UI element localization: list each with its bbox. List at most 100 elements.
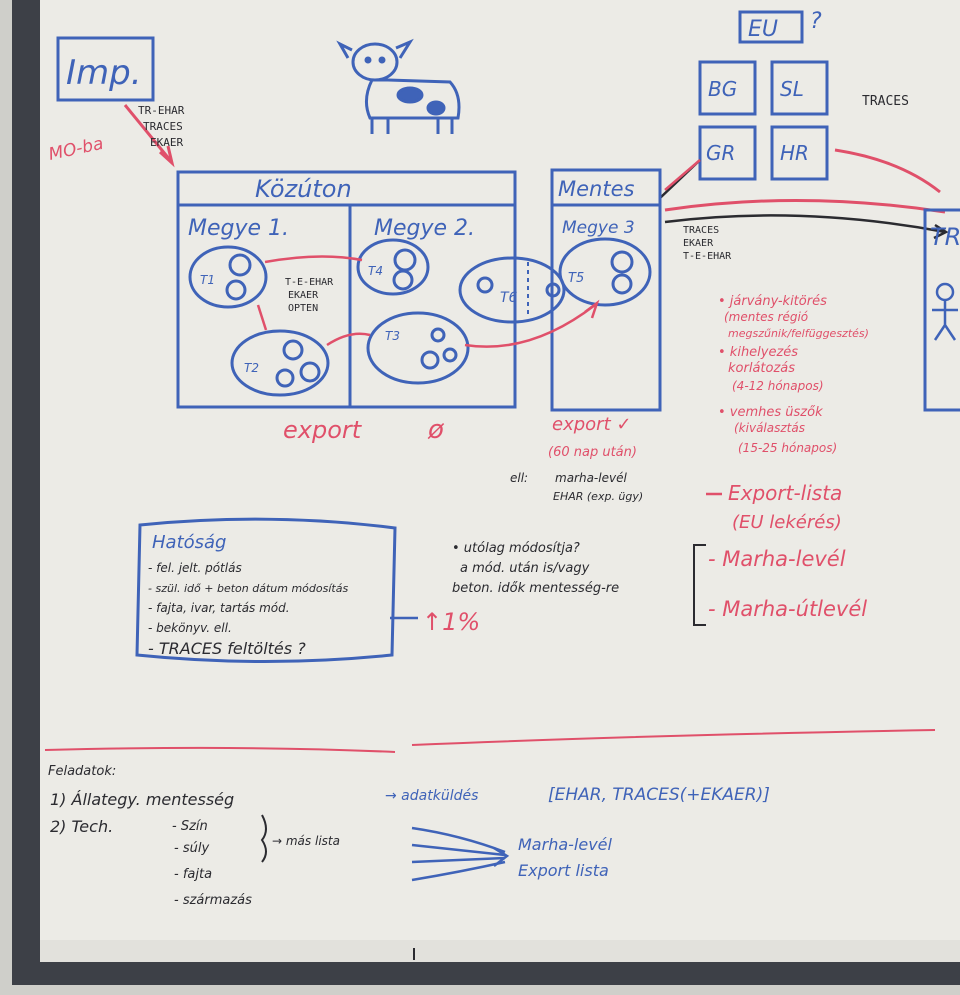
import-doc-2: TRACES — [143, 120, 183, 133]
red-note-3: megszűnik/felfüggesztés) — [728, 327, 869, 340]
import-doc-1: TR-EHAR — [138, 104, 185, 117]
export-label: export — [283, 416, 363, 444]
node-t5-label: T5 — [568, 271, 584, 286]
board-shadow — [40, 940, 960, 962]
red-note-8: (kiválasztás — [734, 421, 805, 435]
red-note-4: • kihelyezés — [718, 345, 798, 360]
hatosag-item-4: - bekönyv. ell. — [148, 621, 232, 635]
route-arrow-red — [664, 198, 946, 214]
middle-bullet-3: beton. idők mentesség-re — [452, 581, 619, 596]
red-note-5: korlátozás — [728, 361, 795, 376]
middle-red-2: - Marha-útlevél — [708, 597, 867, 621]
right-box-label: TR — [930, 223, 960, 251]
converging-arrows — [411, 826, 510, 882]
hr-to-tr-arrow — [834, 148, 941, 194]
route-doc-3: T-E-EHAR — [683, 251, 732, 262]
eu-box — [738, 10, 804, 44]
hatosag-item-2: - szül. idő + beton dátum módosítás — [148, 582, 348, 595]
blue-note-1: Marha-levél — [518, 835, 613, 854]
export-line-2: EHAR (exp. ügy) — [553, 490, 643, 503]
increase-value: ↑1% — [422, 608, 480, 636]
delivery-bracket: [EHAR, TRACES(+EKAER)] — [548, 785, 770, 805]
node-t6 — [458, 256, 566, 324]
hatosag-item-5: - TRACES feltöltés ? — [148, 639, 306, 658]
center-doc-2: EKAER — [288, 290, 319, 301]
country-gr: GR — [706, 141, 735, 165]
import-doc-3: EKAER — [150, 136, 183, 149]
node-connections — [256, 255, 600, 348]
export-ell: ell: — [510, 471, 528, 485]
hatosag-box: Hatóság - fel. jelt. pótlás - szül. idő … — [135, 517, 480, 663]
country-box-bg — [698, 60, 757, 116]
hatosag-item-1: - fel. jelt. pótlás — [148, 561, 242, 575]
red-note-7: • vemhes üszők — [718, 405, 823, 420]
mentes-header: Mentes — [558, 177, 635, 201]
node-t3-label: T3 — [385, 329, 400, 343]
country-box-sl — [770, 60, 829, 116]
middle-red-1: - Marha-levél — [708, 547, 846, 571]
task-2-sub-2: - súly — [174, 841, 209, 856]
route-doc-1: TRACES — [683, 225, 719, 236]
center-doc-1: T-E-EHAR — [285, 277, 334, 288]
right-box — [923, 208, 960, 412]
country-bg: BG — [708, 77, 737, 101]
county-1-label: Megye 1. — [188, 216, 289, 241]
middle-bullet-2: a mód. után is/vagy — [460, 561, 590, 576]
county-3-label: Megye 3 — [562, 218, 635, 238]
task-2-sub-4: - származás — [174, 893, 252, 908]
tasks-section: Feladatok: 1) Állategy. mentesség 2) Tec… — [48, 764, 770, 908]
imp-label: Imp. — [66, 53, 142, 93]
separator-line-left — [44, 746, 396, 753]
node-t5 — [558, 237, 652, 307]
main-frame — [176, 168, 662, 412]
export-line-1: marha-levél — [555, 471, 627, 485]
country-sl: SL — [780, 77, 804, 101]
node-t3 — [366, 311, 470, 385]
node-t4 — [356, 238, 430, 296]
node-t1-label: T1 — [200, 273, 215, 287]
brace-note: → más lista — [272, 834, 340, 848]
route-arrow-black — [664, 214, 946, 234]
node-t2-label: T2 — [244, 361, 259, 375]
center-doc-3: OPTEN — [288, 303, 318, 314]
export-check-label: export ✓ — [552, 414, 631, 435]
red-notes: • járvány-kitörés (mentes régió megszűni… — [718, 294, 869, 455]
export-block: export ✓ (60 nap után) ell: marha-levél … — [510, 414, 842, 533]
eu-label: EU — [748, 17, 778, 42]
export-list-label: Export-lista — [728, 481, 842, 505]
eu-request-label: (EU lekérés) — [732, 512, 842, 533]
middle-bullet-1: • utólag módosítja? — [452, 541, 580, 556]
county-2-label: Megye 2. — [374, 216, 475, 241]
hatosag-title: Hatóság — [152, 532, 226, 553]
traces-top-label: TRACES — [862, 94, 909, 109]
task-2-sub-3: - fajta — [174, 867, 212, 882]
eu-question: ? — [810, 9, 822, 34]
node-t6-label: T6 — [500, 290, 518, 306]
red-note-6: (4-12 hónapos) — [732, 379, 824, 393]
import-arrow — [123, 104, 172, 161]
node-t4-label: T4 — [368, 264, 383, 278]
node-t2 — [230, 329, 330, 397]
task-2: 2) Tech. — [50, 817, 113, 836]
country-box-hr — [770, 125, 829, 181]
route-doc-2: EKAER — [683, 238, 714, 249]
export-sub: (60 nap után) — [548, 445, 637, 460]
node-t1 — [188, 245, 268, 309]
tasks-title: Feladatok: — [48, 764, 116, 779]
red-note-1: • járvány-kitörés — [718, 294, 827, 309]
task-2-sub-1: - Szín — [172, 819, 208, 834]
frame-header: Közúton — [255, 175, 352, 203]
export-symbol: ø — [427, 415, 445, 445]
red-note-2: (mentes régió — [724, 310, 808, 324]
stick-figure — [932, 282, 958, 341]
delivery-label: → adatküldés — [385, 788, 478, 804]
task-1: 1) Állategy. mentesség — [50, 790, 234, 809]
separator-line-right — [411, 729, 936, 746]
cow-doodle — [336, 38, 461, 134]
red-note-9: (15-25 hónapos) — [738, 441, 837, 455]
blue-note-2: Export lista — [518, 861, 609, 880]
middle-notes: • utólag módosítja? a mód. után is/vagy … — [452, 541, 867, 626]
country-box-gr — [698, 125, 757, 181]
hatosag-item-3: - fajta, ivar, tartás mód. — [148, 601, 290, 615]
